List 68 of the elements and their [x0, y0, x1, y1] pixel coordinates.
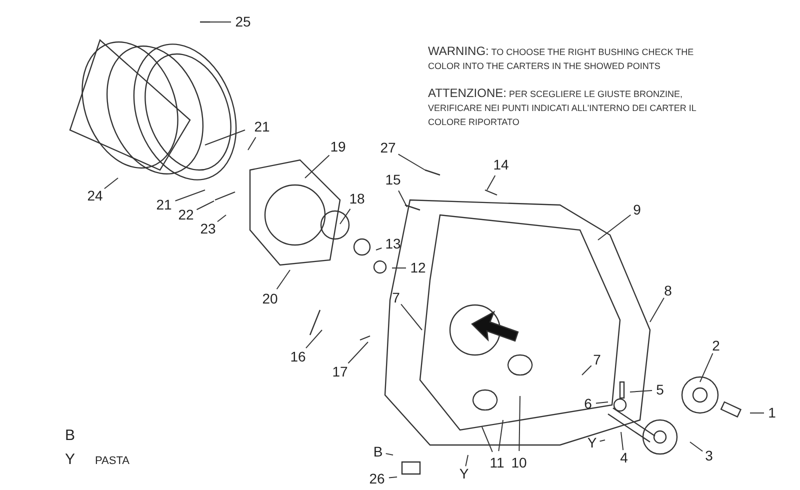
- leader-line: [348, 342, 368, 364]
- legend-text: PASTA: [95, 455, 130, 467]
- leader-line: [304, 154, 330, 178]
- leader-line: [486, 174, 496, 190]
- callout-number: 18: [349, 192, 365, 206]
- leader-line: [376, 248, 382, 250]
- callout-number: 25: [235, 14, 251, 30]
- legend-symbol: B: [65, 427, 76, 444]
- callout-number: 17: [332, 364, 348, 380]
- warning-note: WARNING: TO CHOOSE THE RIGHT BUSHING CHECK THE COLOR INTO THE CARTERS IN THE SHOWED POINTS: [428, 44, 695, 73]
- callout-number: Y: [459, 466, 469, 482]
- callout-number: 20: [262, 292, 278, 306]
- callout-number: 2: [712, 338, 720, 354]
- leader-line: [388, 476, 398, 478]
- leader-line: [398, 154, 426, 170]
- callout-number: 13: [385, 236, 401, 252]
- leader-line: [398, 190, 408, 208]
- callout-number: 27: [380, 140, 396, 156]
- callout-number: 10: [511, 456, 527, 470]
- legend-symbol: Y: [65, 451, 76, 468]
- leader-line: [385, 453, 394, 456]
- leader-line: [174, 190, 206, 202]
- callout-number: 19: [330, 140, 346, 154]
- leader-line: [196, 200, 214, 210]
- callout-number: 12: [410, 260, 426, 276]
- leader-line: [216, 214, 226, 222]
- leader-line: [518, 396, 520, 452]
- callout-number: 7: [593, 352, 601, 368]
- leader-line: [248, 136, 256, 150]
- leader-line: [340, 208, 351, 224]
- callout-number: 24: [87, 188, 103, 204]
- leader-line: [276, 270, 290, 290]
- leader-line: [598, 214, 632, 240]
- leader-line: [305, 330, 322, 349]
- leader-line: [650, 297, 664, 322]
- leader-line: [104, 178, 118, 190]
- callout-number: 8: [664, 284, 672, 298]
- leader-line: [630, 390, 653, 392]
- leader-line: [620, 432, 624, 451]
- callout-number: 26: [369, 472, 385, 486]
- callout-number: 1: [768, 406, 776, 420]
- leader-line: [465, 454, 468, 467]
- leader-line: [700, 352, 714, 382]
- leader-line: [690, 442, 704, 452]
- callout-number: 16: [290, 350, 306, 364]
- callout-number: 23: [200, 222, 216, 236]
- callout-number: 6: [584, 396, 592, 412]
- callout-number: B: [373, 444, 383, 460]
- callout-number: 5: [656, 382, 664, 398]
- callout-number: 22: [178, 208, 194, 222]
- leader-line: [482, 426, 493, 452]
- callout-number: 21: [254, 120, 270, 134]
- callout-number: 15: [385, 172, 401, 188]
- callout-number: Y: [587, 436, 597, 450]
- leader-line: [595, 402, 608, 404]
- leader-line: [599, 440, 606, 442]
- callout-number: 4: [620, 450, 628, 466]
- callout-number: 11: [490, 456, 504, 470]
- leader-line: [400, 304, 422, 330]
- callout-number: 3: [705, 448, 713, 464]
- callout-number: 7: [392, 290, 400, 306]
- leader-line: [750, 412, 764, 414]
- leader-line: [498, 420, 504, 452]
- callout-number: 14: [493, 158, 509, 172]
- warning-note: ATTENZIONE: PER SCEGLIERE LE GIUSTE BRONZINE, VERIFICARE NEI PUNTI INDICATI ALL'INTERNO DEI CARTER IL COLORE RIPORTATO: [428, 86, 698, 129]
- callout-number: 9: [633, 202, 641, 218]
- leader-line: [582, 365, 592, 376]
- callout-number: 21: [156, 198, 172, 212]
